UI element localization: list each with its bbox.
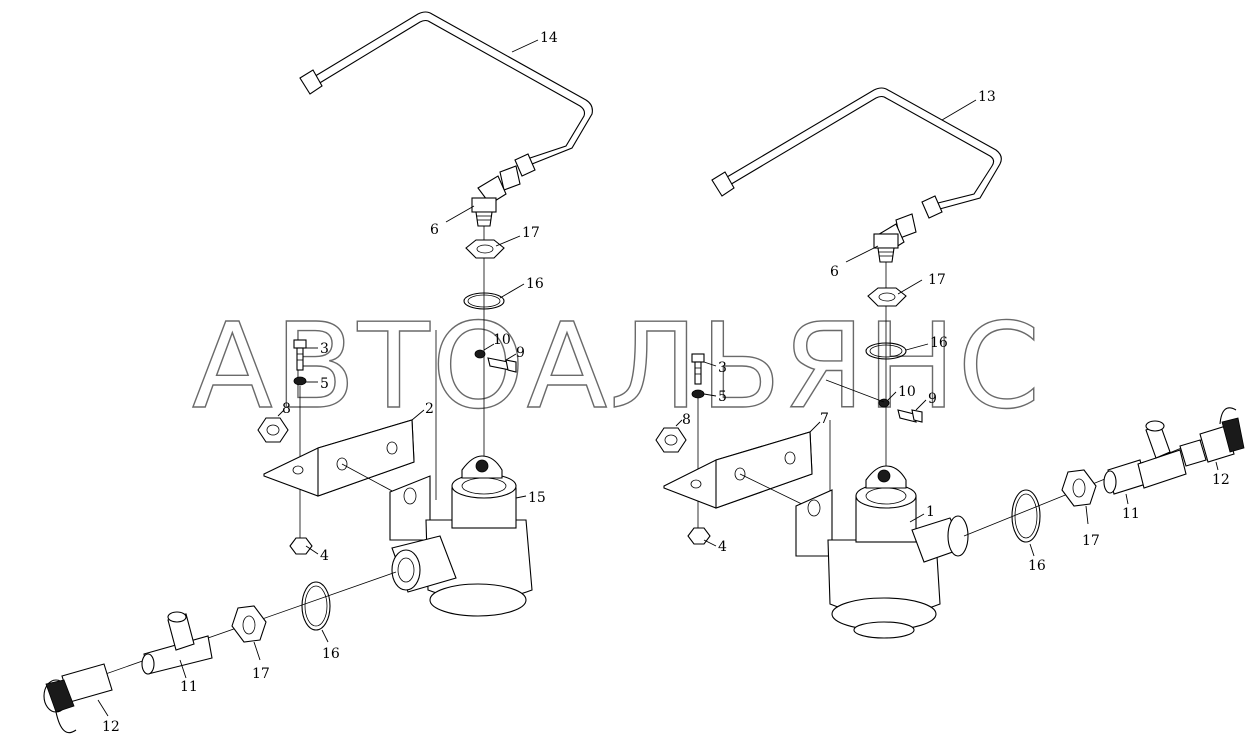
callout-17-lower: 17 xyxy=(252,666,270,682)
callout-16-upper-right: 16 xyxy=(930,335,948,351)
callout-13: 13 xyxy=(978,89,996,105)
callout-16-upper: 16 xyxy=(526,276,544,292)
nut-17-upper-right xyxy=(867,287,907,307)
nut-8 xyxy=(257,417,289,443)
bolt-3 xyxy=(293,339,307,371)
callout-12-right: 12 xyxy=(1212,472,1230,488)
callout-9: 9 xyxy=(516,345,525,361)
washer-5 xyxy=(293,376,307,386)
callout-5: 5 xyxy=(320,376,329,392)
callout-7: 7 xyxy=(820,411,829,427)
callout-14: 14 xyxy=(540,30,558,46)
bolt-9 xyxy=(487,357,517,373)
valve-body-15 xyxy=(389,455,533,617)
tee-fitting-11-right xyxy=(1103,420,1187,495)
nut-8-right xyxy=(655,427,687,453)
hose-coupling-12-right xyxy=(1179,407,1245,467)
callout-11: 11 xyxy=(180,679,198,695)
bolt-3-right xyxy=(691,353,705,385)
callout-3: 3 xyxy=(320,341,329,357)
callout-17-upper: 17 xyxy=(522,225,540,241)
callout-9-right: 9 xyxy=(928,391,937,407)
callout-1: 1 xyxy=(926,504,935,520)
nut-17-lower xyxy=(231,605,267,643)
nut-17-lower-right xyxy=(1061,469,1097,507)
nut-4 xyxy=(289,537,313,555)
callout-15: 15 xyxy=(528,490,546,506)
bracket-7 xyxy=(663,420,831,509)
callout-4: 4 xyxy=(320,548,329,564)
bolt-9-right xyxy=(897,409,923,423)
o-ring-16-upper xyxy=(463,292,505,310)
right-leader-lines xyxy=(675,99,1219,557)
callout-10: 10 xyxy=(493,332,511,348)
valve-body-1 xyxy=(795,465,969,639)
elbow-fitting-6-right xyxy=(873,223,905,263)
o-ring-16-lower xyxy=(301,581,331,631)
callout-2: 2 xyxy=(425,401,434,417)
callout-17-upper-right: 17 xyxy=(928,272,946,288)
callout-11-right: 11 xyxy=(1122,506,1140,522)
elbow-fitting-6 xyxy=(471,175,507,227)
hose-coupling-12 xyxy=(43,663,113,734)
callout-10-right: 10 xyxy=(898,384,916,400)
callout-6-right: 6 xyxy=(830,264,839,280)
callout-5-right: 5 xyxy=(718,389,727,405)
callout-16-lower-right: 16 xyxy=(1028,558,1046,574)
tee-fitting-11 xyxy=(141,611,213,675)
pipe-13 xyxy=(711,87,1002,239)
left-lower-axis xyxy=(59,571,397,691)
callout-8-right: 8 xyxy=(682,412,691,428)
washer-5-right xyxy=(691,389,705,399)
callout-12: 12 xyxy=(102,719,120,735)
callout-4-right: 4 xyxy=(718,539,727,555)
callout-8: 8 xyxy=(282,401,291,417)
callout-3-right: 3 xyxy=(718,360,727,376)
bracket-2 xyxy=(263,330,437,500)
nut-17-upper xyxy=(465,239,505,259)
callout-17-lower-right: 17 xyxy=(1082,533,1100,549)
callout-16-lower: 16 xyxy=(322,646,340,662)
washer-10 xyxy=(474,349,486,359)
o-ring-16-lower-right xyxy=(1011,489,1041,543)
o-ring-16-upper-right xyxy=(865,342,907,360)
right-assembly: 13 6 17 16 10 9 3 5 8 7 1 4 16 17 11 12 xyxy=(655,87,1245,639)
left-leader-lines xyxy=(97,39,539,717)
left-assembly: 14 6 17 16 10 9 3 5 8 2 15 4 16 17 11 12 xyxy=(43,11,593,735)
callout-6: 6 xyxy=(430,222,439,238)
pipe-14 xyxy=(299,11,593,191)
washer-10-right xyxy=(878,398,890,408)
